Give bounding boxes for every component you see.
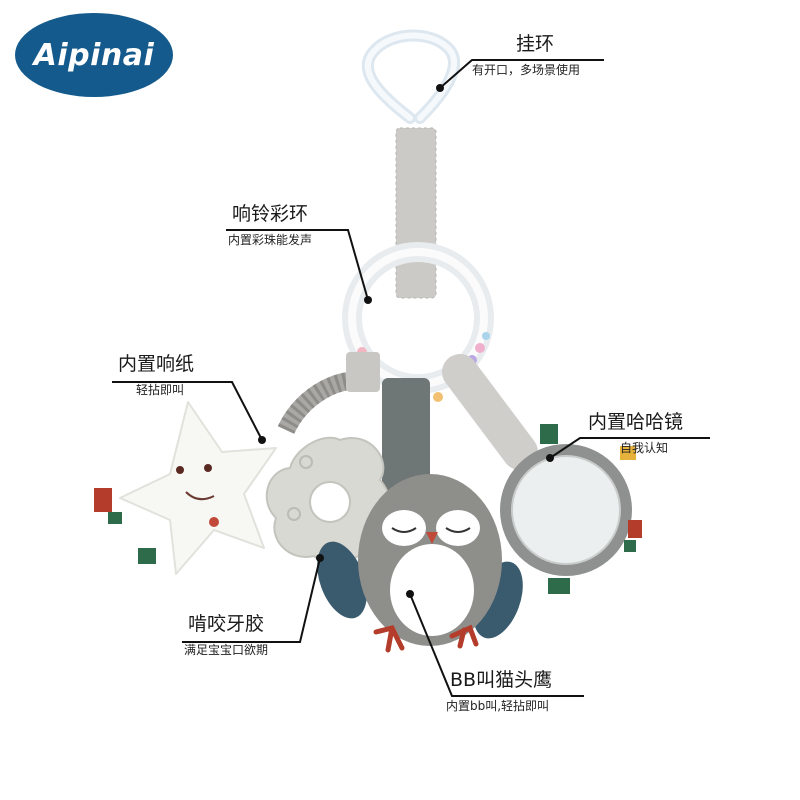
callout-paper: 内置响纸 轻拈即叫 [118, 352, 194, 398]
paper-title: 内置响纸 [118, 353, 195, 375]
callout-teether: 啃咬牙胶 满足宝宝口欲期 [184, 612, 268, 658]
star-plush [94, 401, 277, 575]
logo-text: Aipinai [33, 37, 155, 73]
owl-title: BB叫猫头鹰 [450, 669, 553, 691]
callout-hook: 挂环 有开口，多场景使用 [472, 32, 580, 78]
hook-sub: 有开口，多场景使用 [472, 63, 581, 77]
callout-mirror: 内置哈哈镜 自我认知 [588, 410, 683, 456]
mirror-sub: 自我认知 [620, 441, 669, 455]
callout-owl: BB叫猫头鹰 内置bb叫,轻拈即叫 [446, 668, 553, 714]
callout-lines [112, 59, 710, 697]
paper-sub: 轻拈即叫 [136, 383, 185, 397]
hook-ring [361, 29, 460, 124]
owl-strap [382, 378, 430, 498]
mirror [500, 424, 642, 594]
owl-plush [317, 474, 523, 653]
hook-title: 挂环 [516, 33, 555, 55]
rattle-sub: 内置彩珠能发声 [228, 233, 313, 247]
brand-logo: Aipinai [14, 12, 174, 98]
teether-title: 啃咬牙胶 [188, 613, 265, 635]
top-strap [396, 128, 436, 298]
logo-ellipse [15, 13, 173, 97]
owl-sub: 内置bb叫,轻拈即叫 [446, 699, 550, 713]
teether-sub: 满足宝宝口欲期 [184, 643, 269, 657]
mirror-strap [442, 354, 538, 470]
rattle-title: 响铃彩环 [232, 203, 309, 225]
mirror-title: 内置哈哈镜 [588, 411, 684, 433]
callout-rattle: 响铃彩环 内置彩珠能发声 [228, 202, 312, 248]
teether [265, 436, 392, 565]
